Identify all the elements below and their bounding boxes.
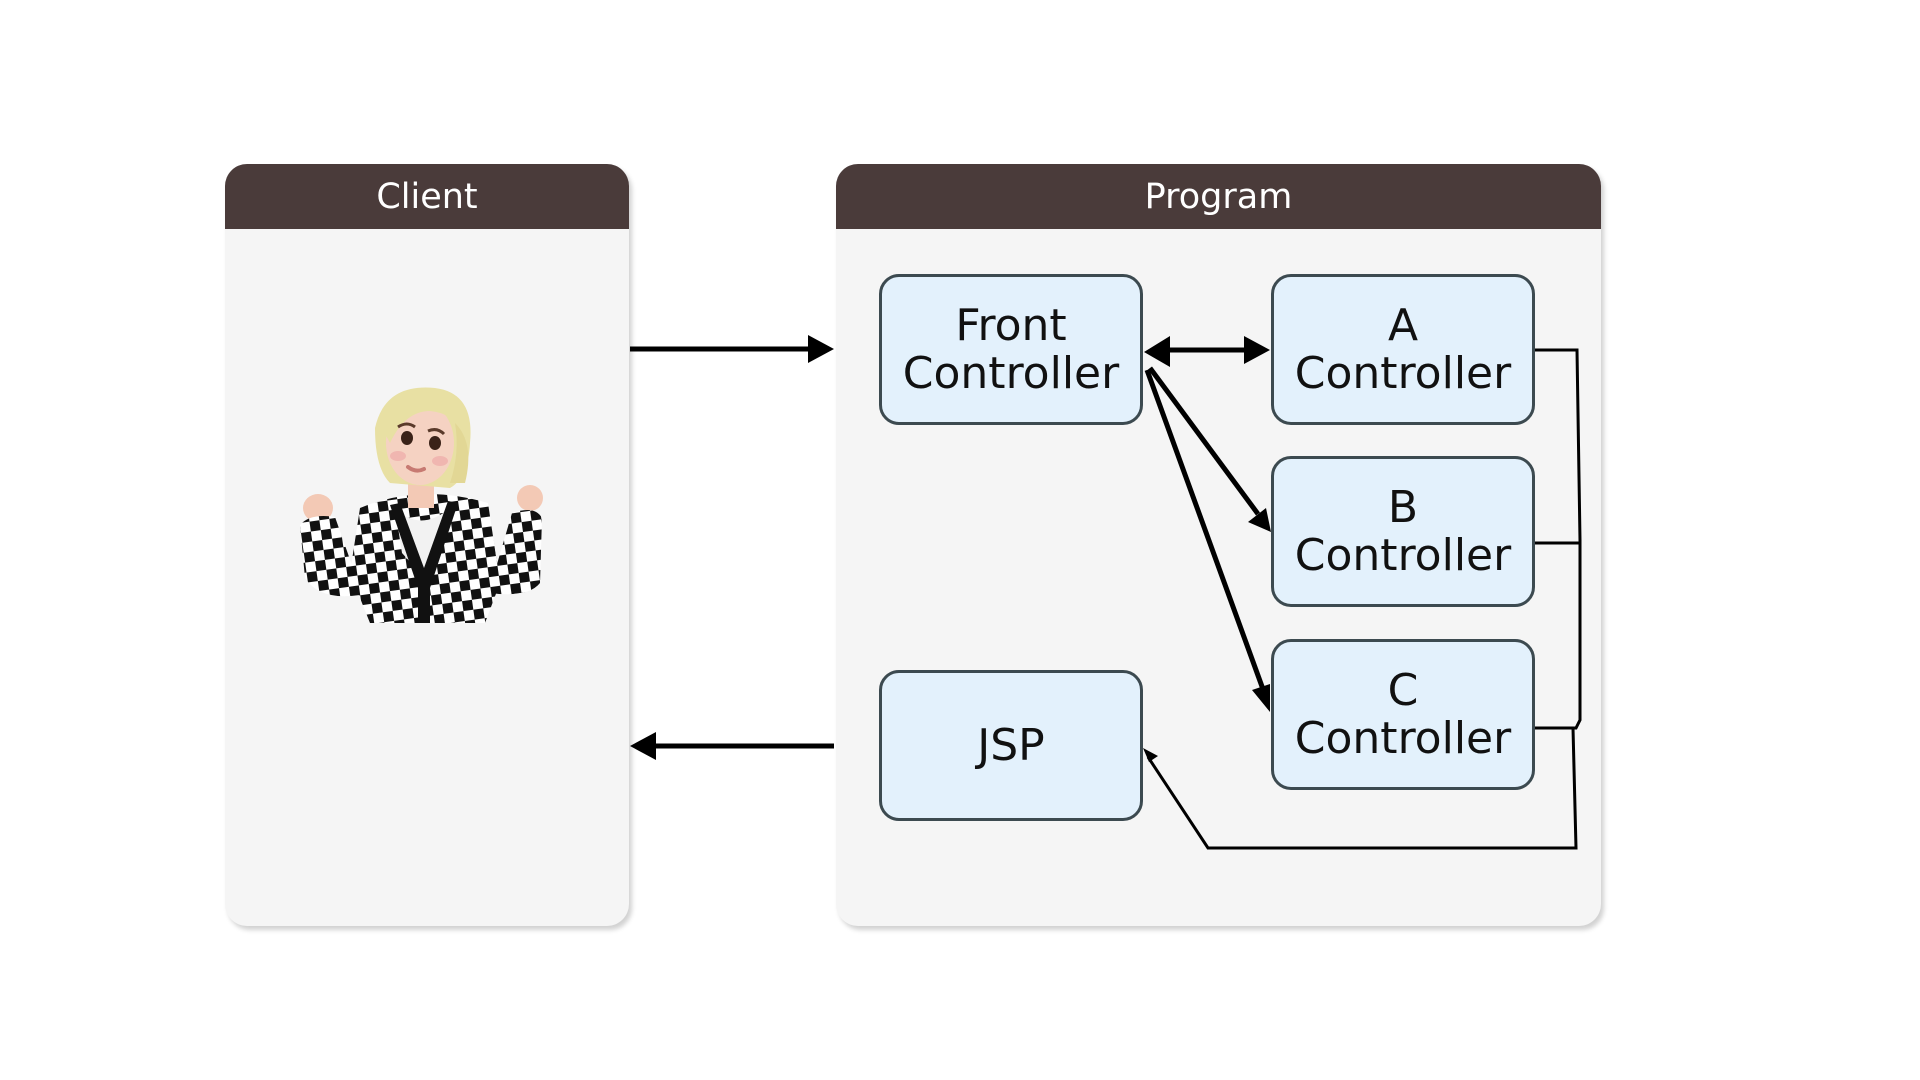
program-header: Program — [836, 164, 1601, 229]
edge-jsp-to-client — [630, 732, 834, 760]
client-panel: Client — [225, 164, 629, 926]
b-controller-label-2: Controller — [1294, 529, 1512, 581]
c-controller-label-1: C — [1387, 664, 1419, 716]
b-controller-node: B Controller — [1271, 456, 1535, 607]
front-controller-label-1: Front — [955, 299, 1067, 351]
c-controller-label-2: Controller — [1294, 712, 1512, 764]
front-controller-label-2: Controller — [902, 347, 1120, 399]
jsp-label: JSP — [977, 719, 1045, 771]
a-controller-node: A Controller — [1271, 274, 1535, 425]
user-avatar-icon — [300, 387, 543, 623]
jsp-node: JSP — [879, 670, 1143, 821]
b-controller-label-1: B — [1387, 481, 1419, 533]
a-controller-label-1: A — [1387, 299, 1419, 351]
edge-client-to-front — [630, 335, 834, 363]
client-header: Client — [225, 164, 629, 229]
a-controller-label-2: Controller — [1294, 347, 1512, 399]
c-controller-node: C Controller — [1271, 639, 1535, 790]
front-controller-node: Front Controller — [879, 274, 1143, 425]
